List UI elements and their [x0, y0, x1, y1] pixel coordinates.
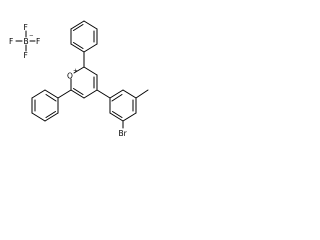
bond-c6-ph2	[57, 89, 72, 99]
charge-o: +	[73, 68, 78, 74]
ar-bond-5-inner	[112, 111, 123, 118]
atom-f-right: F	[36, 37, 40, 46]
ph2-bond-2	[31, 89, 46, 99]
phenyl-top	[70, 20, 98, 68]
pyrylium-ring: O +	[67, 66, 98, 99]
ph1-bond-4	[70, 20, 85, 30]
atom-br: Br	[119, 129, 128, 138]
charge-b: −	[29, 34, 34, 40]
bromomethylphenyl: Br	[96, 89, 149, 138]
ph2-bond-5	[44, 112, 59, 122]
ph2-bond-4	[31, 112, 46, 122]
ph1-bond-6-inner	[73, 42, 84, 49]
atom-o: O	[67, 72, 73, 81]
tetrafluoroborate-anion: B − F F F F	[9, 23, 40, 60]
bond-c4-ar	[96, 89, 111, 99]
bond-c2-c3	[83, 66, 98, 76]
ph1-bond-6	[70, 43, 85, 53]
ar-bond-1-inner	[111, 94, 123, 102]
atom-f-top: F	[24, 23, 28, 32]
bond-c5-c6-inner	[73, 88, 84, 95]
ar-bond-2	[122, 89, 137, 99]
ar-bond-1	[109, 89, 124, 99]
ph1-bond-1	[83, 43, 98, 53]
atom-f-bottom: F	[24, 51, 28, 60]
ph1-bond-3	[83, 20, 98, 30]
ar-bond-5	[109, 112, 124, 122]
ph2-bond-1-inner	[45, 94, 57, 102]
ph1-bond-4-inner	[73, 24, 84, 31]
bond-methyl	[135, 89, 149, 99]
atom-b: B	[24, 37, 29, 46]
atom-f-left: F	[9, 37, 13, 46]
ar-bond-4	[122, 112, 137, 122]
ph2-bond-5-inner	[45, 111, 56, 118]
ph2-bond-1	[44, 89, 59, 99]
molecule-drawing: B − F F F F O +	[9, 20, 149, 138]
structure-canvas: B − F F F F O +	[0, 0, 152, 152]
bond-o-c2	[73, 66, 85, 74]
bond-c4-c5	[83, 89, 98, 99]
bond-c5-c6	[70, 89, 85, 99]
phenyl-left	[31, 89, 72, 122]
